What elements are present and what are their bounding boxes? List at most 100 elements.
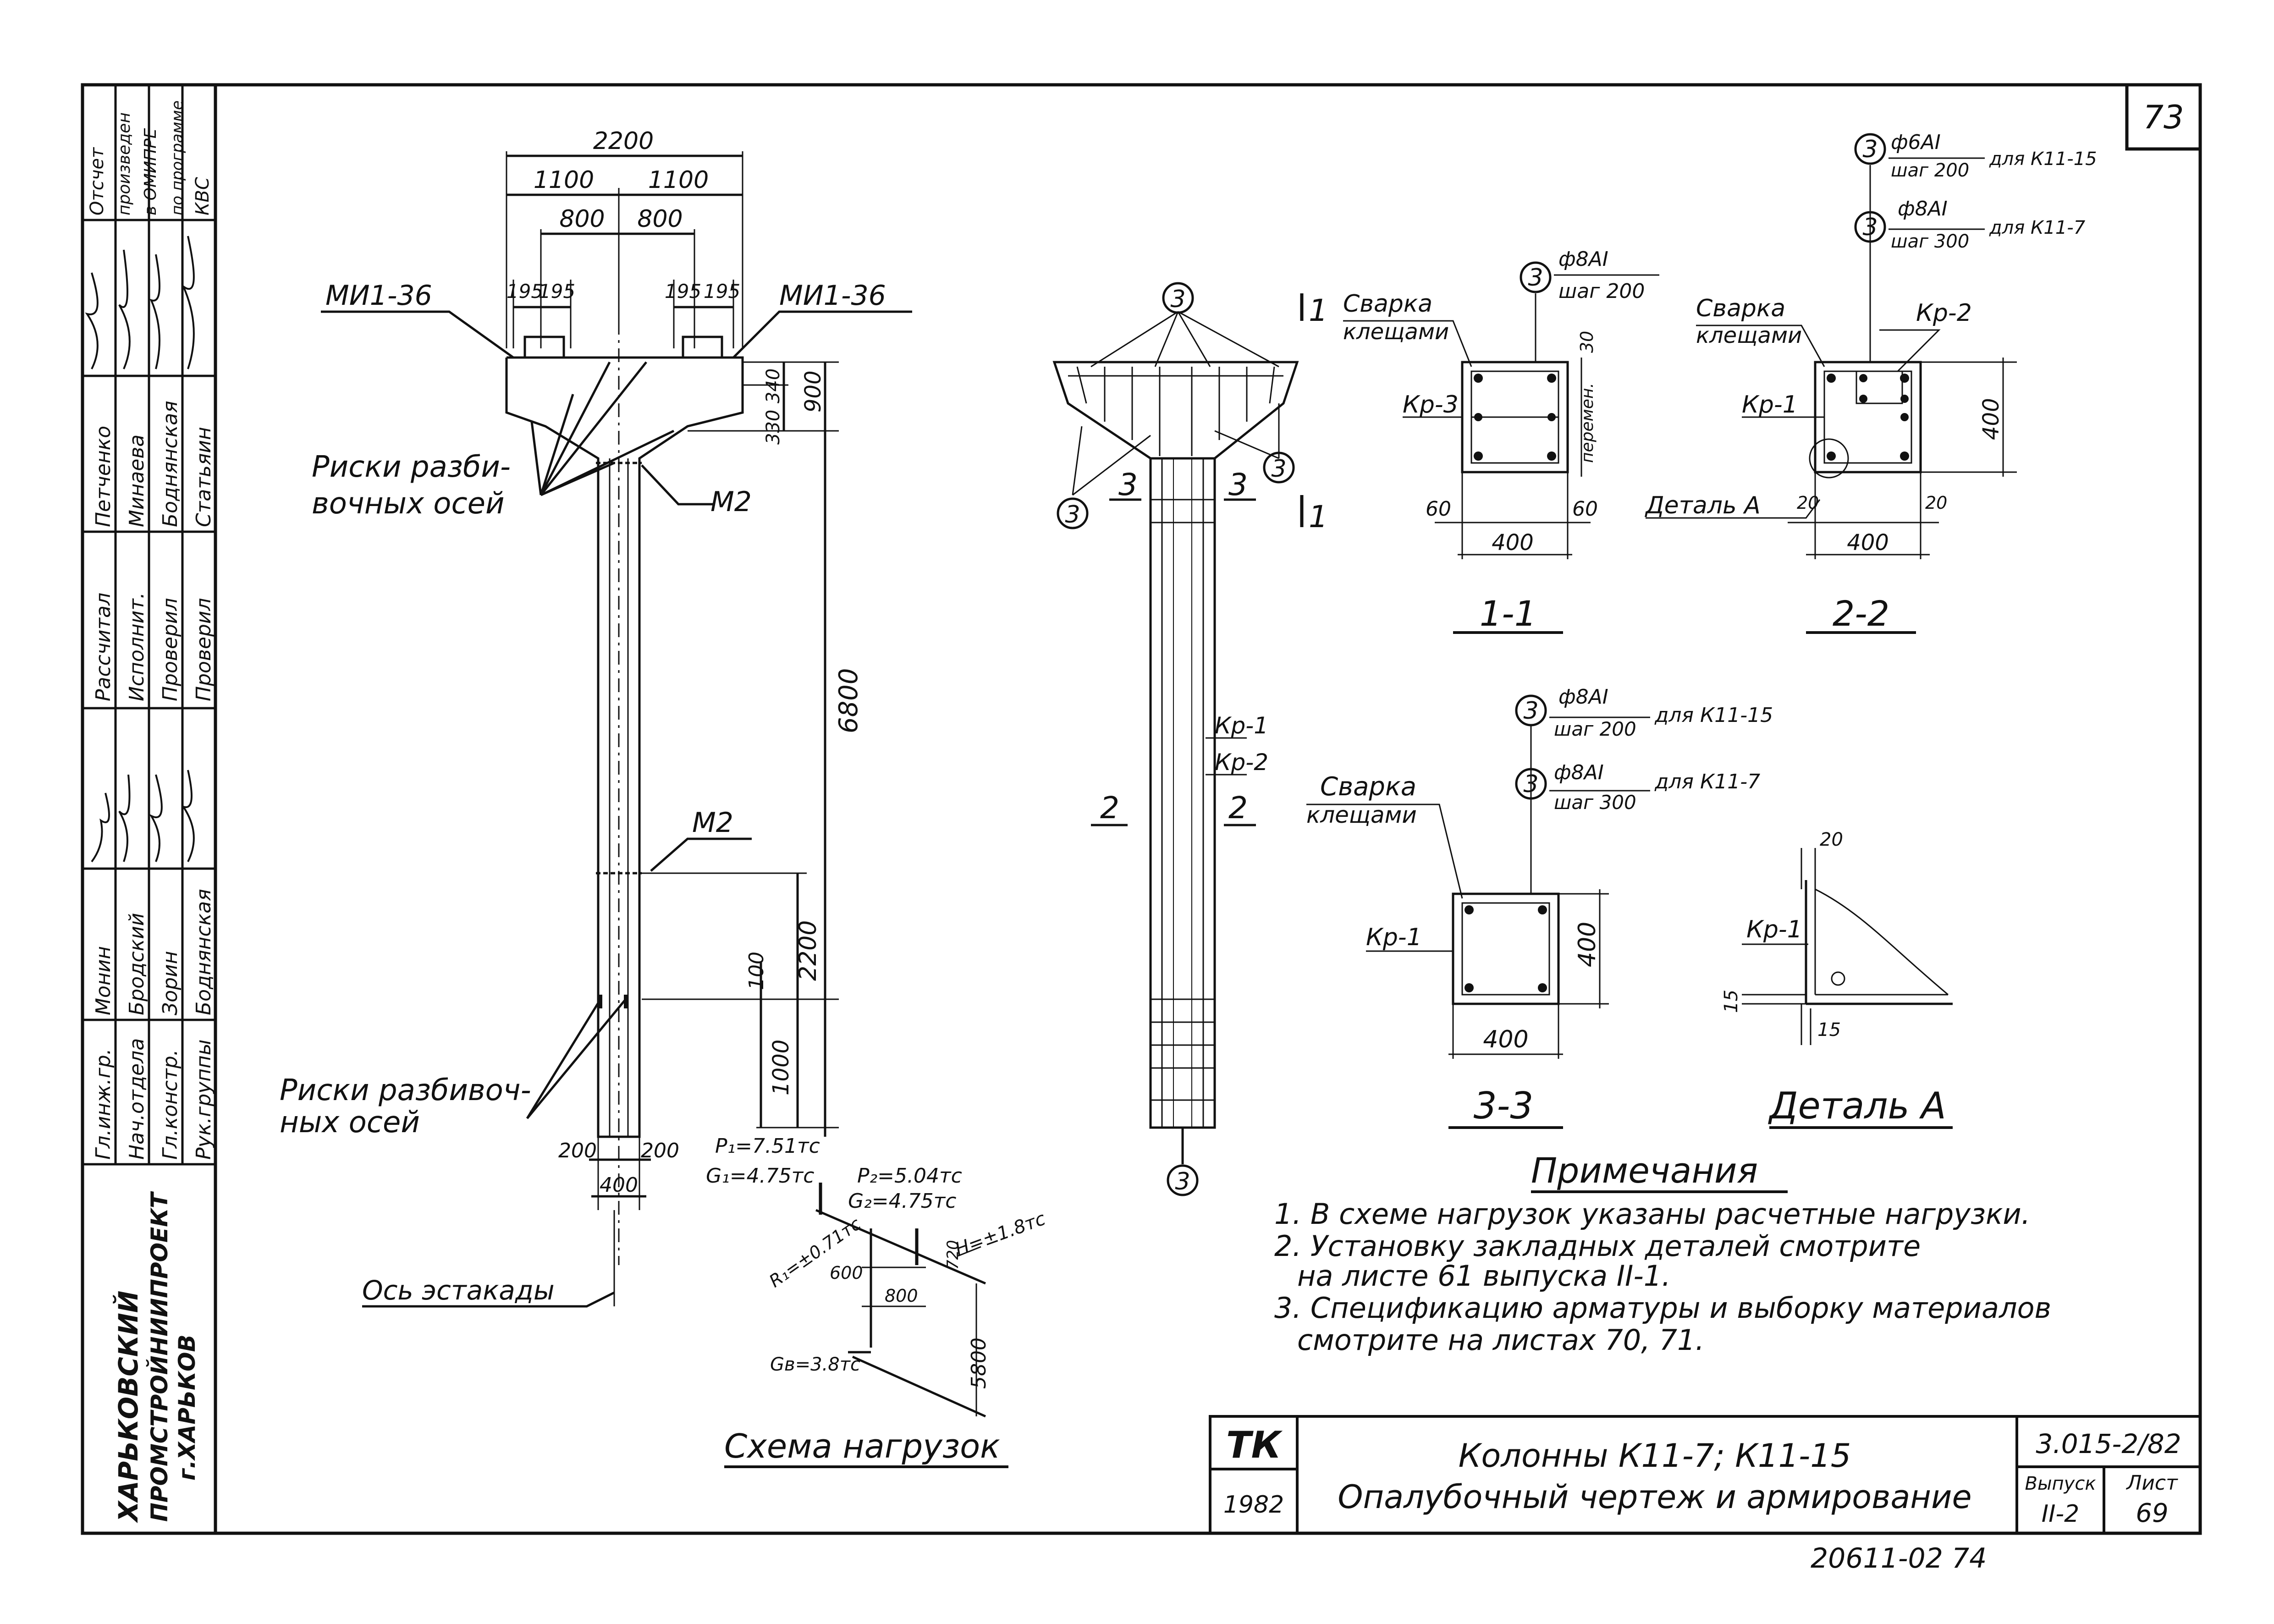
svg-text:5800: 5800: [967, 1338, 991, 1389]
svg-text:шаг 300: шаг 300: [1891, 231, 1969, 252]
svg-text:30: 30: [1577, 331, 1597, 353]
svg-text:для К11-15: для К11-15: [1989, 149, 2097, 170]
svg-text:3: 3: [1065, 501, 1080, 528]
svg-text:1982: 1982: [1223, 1491, 1284, 1519]
section-3-3-labels: 3 ф8АI шаг 200 для К11-15 3 ф8АI шаг 300…: [1306, 685, 1773, 1127]
svg-text:3: 3: [1862, 214, 1878, 241]
svg-text:произведен: произведен: [115, 112, 134, 215]
svg-text:Боднянская: Боднянская: [192, 889, 215, 1015]
svg-text:1100: 1100: [534, 166, 594, 194]
svg-text:на листе 61 выпуска II-1.: на листе 61 выпуска II-1.: [1297, 1259, 1671, 1293]
svg-text:Кр-1: Кр-1: [1215, 712, 1268, 739]
svg-text:3: 3: [1118, 467, 1138, 502]
section-3-3-balloon-b: [1515, 768, 1547, 800]
section-2-2-balloon-a: [1854, 133, 1886, 165]
svg-text:400: 400: [1492, 530, 1534, 556]
svg-text:для К11-7: для К11-7: [1654, 770, 1760, 793]
svg-text:клещами: клещами: [1343, 319, 1449, 345]
svg-text:1. В схеме нагрузок указаны ра: 1. В схеме нагрузок указаны расчетные на…: [1274, 1197, 2030, 1231]
svg-text:195: 195: [704, 280, 740, 303]
svg-text:перемен.: перемен.: [1578, 383, 1597, 463]
svg-text:3: 3: [1175, 1168, 1190, 1195]
svg-text:H=±1.8тс: H=±1.8тс: [953, 1208, 1048, 1261]
svg-text:3: 3: [1228, 467, 1248, 502]
svg-text:ф6АI: ф6АI: [1891, 131, 1941, 154]
svg-text:2: 2: [1228, 790, 1248, 826]
archive-number: 20611-02 74: [1811, 1542, 1987, 1574]
section-3-3-bars: [1465, 905, 1547, 992]
detail-a: [1742, 848, 1953, 1129]
svg-text:2: 2: [1100, 790, 1119, 826]
svg-text:3: 3: [1523, 771, 1538, 798]
section-3-3-balloon-a: [1515, 694, 1547, 727]
svg-text:смотрите на листах 70, 71.: смотрите на листах 70, 71.: [1297, 1323, 1704, 1357]
svg-text:Рассчитал: Рассчитал: [92, 593, 115, 701]
svg-text:720: 720: [944, 1240, 962, 1270]
svg-text:340: 340: [763, 369, 784, 403]
svg-text:МИ1-36: МИ1-36: [325, 280, 432, 312]
svg-text:Боднянская: Боднянская: [159, 401, 182, 527]
svg-text:60: 60: [1426, 497, 1451, 521]
svg-text:Исполнит.: Исполнит.: [125, 592, 149, 701]
svg-text:Кр-3: Кр-3: [1403, 391, 1459, 418]
svg-text:Нач.отдела: Нач.отдела: [125, 1038, 149, 1160]
svg-text:Gв=3.8тс: Gв=3.8тс: [770, 1354, 860, 1375]
svg-text:шаг 200: шаг 200: [1554, 718, 1636, 740]
load-scheme: [815, 1183, 986, 1418]
svg-text:Проверил: Проверил: [159, 598, 182, 701]
notes: Примечания 1. В схеме нагрузок указаны р…: [1274, 1150, 2051, 1357]
svg-text:М2: М2: [710, 486, 752, 518]
svg-text:для К11-7: для К11-7: [1989, 217, 2086, 238]
section-2-2-balloon-b: [1854, 211, 1886, 243]
svg-text:3: 3: [1271, 455, 1286, 483]
svg-text:ф8АI: ф8АI: [1558, 248, 1608, 271]
svg-text:шаг 200: шаг 200: [1891, 160, 1969, 181]
svg-text:3: 3: [1523, 697, 1538, 725]
svg-text:Деталь А: Деталь А: [1768, 1085, 1946, 1127]
svg-text:клещами: клещами: [1306, 802, 1417, 828]
svg-text:ПРОМСТРОЙНИИПРОЕКТ: ПРОМСТРОЙНИИПРОЕКТ: [146, 1191, 173, 1522]
svg-text:Монин: Монин: [92, 946, 115, 1015]
svg-text:400: 400: [1574, 922, 1601, 967]
svg-text:P₂=5.04тс: P₂=5.04тс: [857, 1164, 962, 1188]
svg-text:Ось эстакады: Ось эстакады: [362, 1275, 555, 1306]
svg-text:2-2: 2-2: [1833, 593, 1889, 634]
svg-text:для К11-15: для К11-15: [1654, 704, 1773, 727]
svg-text:3-3: 3-3: [1474, 1085, 1534, 1127]
svg-text:20: 20: [1797, 493, 1819, 513]
svg-text:ф8АI: ф8АI: [1898, 197, 1948, 220]
svg-text:400: 400: [1978, 398, 2004, 440]
svg-text:2200: 2200: [794, 920, 822, 981]
svg-text:вочных осей: вочных осей: [312, 487, 505, 521]
svg-text:Деталь А: Деталь А: [1645, 492, 1761, 519]
section-2-2: [1646, 157, 2017, 634]
svg-text:100: 100: [745, 952, 768, 990]
svg-text:3: 3: [1528, 264, 1543, 292]
section-3-3: [1306, 716, 1650, 1129]
svg-text:60: 60: [1572, 497, 1598, 521]
svg-text:3: 3: [1862, 136, 1878, 163]
section-1-1-bars: [1474, 374, 1556, 461]
title-block: [1209, 1415, 2202, 1535]
svg-text:в ОМИПРЕ: в ОМИПРЕ: [141, 128, 160, 215]
svg-text:1100: 1100: [648, 166, 709, 194]
svg-text:800: 800: [559, 205, 605, 233]
section-1-1: [1343, 274, 1659, 634]
svg-text:ф8АI: ф8АI: [1554, 761, 1604, 784]
load-labels: P₁=7.51тс G₁=4.75тс P₂=5.04тс G₂=4.75тс …: [706, 1134, 1048, 1465]
svg-text:200: 200: [558, 1139, 597, 1162]
svg-text:15: 15: [1721, 990, 1742, 1013]
svg-text:Кр-1: Кр-1: [1366, 924, 1422, 951]
svg-text:Сварка: Сварка: [1696, 295, 1785, 322]
sheet-subtitle: Опалубочный чертеж и армирование: [1338, 1478, 1971, 1516]
svg-text:2200: 2200: [593, 127, 654, 155]
sheet-frame: [81, 83, 2202, 1535]
section-2-2-bars: [1827, 374, 1909, 461]
svg-text:2. Установку закладных деталей: 2. Установку закладных деталей смотрите: [1274, 1229, 1921, 1263]
svg-text:195: 195: [665, 280, 701, 303]
svg-text:3: 3: [1170, 286, 1185, 313]
svg-text:1: 1: [1309, 293, 1328, 328]
svg-text:Риски разбивоч-: Риски разбивоч-: [280, 1073, 531, 1107]
svg-text:15: 15: [1817, 1019, 1841, 1040]
elevation-labels: 2200 1100 1100 800 800 195 195 195 195 М…: [280, 127, 886, 1306]
